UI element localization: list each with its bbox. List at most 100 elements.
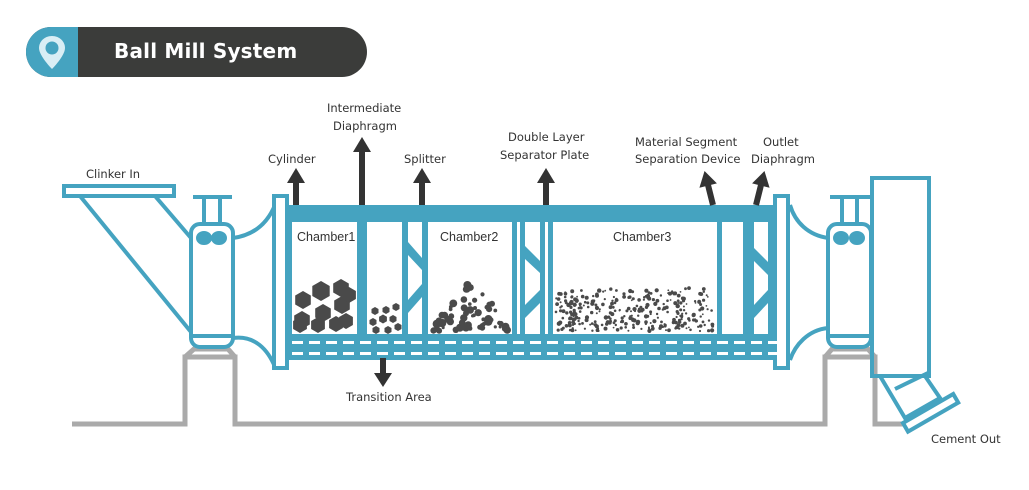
fine-grinding-media [598, 308, 601, 311]
fine-grinding-media [571, 320, 575, 325]
fine-grinding-media [560, 305, 563, 308]
fine-grinding-media [682, 309, 686, 312]
small-grinding-ball [480, 292, 485, 297]
fine-grinding-media [623, 315, 626, 318]
slot-dash [360, 341, 371, 344]
fine-grinding-media [629, 315, 632, 318]
slot-dash [564, 341, 575, 344]
small-grinding-ball [460, 304, 468, 312]
segment-device-arrow [699, 171, 717, 206]
fine-grinding-media [675, 303, 680, 309]
fine-grinding-media [626, 306, 631, 311]
fine-grinding-media [691, 313, 696, 318]
mill-cylinder [287, 205, 779, 360]
splitter-arrow [413, 168, 431, 205]
fine-grinding-media [590, 322, 594, 325]
fine-grinding-media [622, 295, 626, 299]
medium-grinding-ball [371, 307, 379, 315]
fine-grinding-media [631, 290, 635, 294]
fine-grinding-media [590, 310, 594, 315]
fine-grinding-media [705, 294, 708, 297]
slot-dash [734, 352, 745, 355]
cylinder-label: Cylinder [268, 152, 316, 166]
fine-grinding-media [554, 310, 558, 314]
arrow-shaft [293, 180, 299, 205]
fine-grinding-media [706, 296, 709, 298]
arrow-shaft [753, 181, 765, 206]
fine-grinding-media [681, 312, 684, 315]
small-grinding-ball [481, 322, 486, 327]
fine-grinding-media [615, 289, 618, 292]
slot-dash [581, 341, 592, 344]
fine-grinding-media [601, 302, 605, 307]
fine-grinding-media [689, 328, 692, 332]
fine-grinding-media [556, 297, 561, 301]
fine-grinding-media [701, 320, 705, 324]
slot-dash [394, 352, 405, 355]
fine-grinding-media [577, 306, 581, 310]
clinker-in-label: Clinker In [86, 167, 140, 181]
small-grinding-ball [438, 311, 446, 319]
fine-grinding-media [681, 299, 686, 303]
slot-dash [700, 352, 711, 355]
slot-dash [292, 352, 303, 355]
fine-grinding-media [652, 319, 655, 322]
fine-grinding-media [555, 302, 559, 306]
slot-dash [547, 352, 558, 355]
fine-grinding-media [662, 302, 665, 306]
fine-grinding-media [576, 295, 578, 298]
fine-grinding-media [631, 318, 636, 322]
separator-plate-arrow [537, 168, 555, 205]
large-grinding-ball [295, 291, 311, 309]
fine-grinding-media [594, 324, 599, 329]
arrow-head [537, 168, 555, 183]
slot-dash [751, 341, 762, 344]
large-grinding-ball [293, 317, 307, 333]
fine-grinding-media [572, 310, 577, 315]
medium-grinding-ball [394, 323, 402, 331]
slot-dash [428, 352, 439, 355]
fine-grinding-media [558, 320, 563, 325]
fine-grinding-media [612, 321, 616, 325]
small-grinding-ball [474, 309, 482, 317]
large-grinding-ball [312, 281, 330, 301]
fine-grinding-media [578, 302, 582, 306]
title-pill [26, 27, 367, 77]
fine-grinding-media [682, 305, 685, 308]
fine-grinding-media [644, 320, 648, 324]
fine-grinding-media [573, 297, 577, 301]
fine-grinding-media [651, 324, 654, 328]
slot-dash [462, 341, 473, 344]
fine-grinding-media [697, 325, 700, 328]
fine-grinding-media [598, 310, 601, 313]
fine-grinding-media [671, 290, 674, 293]
fine-grinding-media [685, 303, 688, 305]
fine-grinding-media [607, 320, 612, 325]
fine-grinding-media [583, 327, 587, 330]
fine-grinding-media [622, 292, 626, 296]
fine-grinding-media [710, 328, 715, 333]
fine-grinding-media [586, 301, 590, 305]
arrow-head [374, 373, 392, 387]
fine-grinding-media [647, 326, 650, 329]
fine-grinding-media [661, 308, 665, 311]
fine-grinding-media [563, 295, 567, 299]
fine-grinding-media [649, 292, 653, 295]
fine-grinding-media [643, 296, 646, 299]
fine-grinding-media [649, 312, 652, 316]
slot-dash [717, 352, 728, 355]
fine-grinding-media [604, 289, 607, 292]
fine-grinding-media [613, 309, 617, 313]
medium-grinding-ball [369, 318, 377, 326]
outlet-diaphragm-label-1: Outlet [763, 135, 799, 149]
fine-grinding-media [592, 294, 595, 298]
fine-grinding-media [564, 291, 567, 294]
fine-grinding-media [680, 318, 683, 321]
fine-grinding-media [561, 316, 565, 320]
slot-dash [632, 341, 643, 344]
slot-dash [768, 341, 779, 344]
slot-dash [666, 341, 677, 344]
fine-grinding-media [645, 302, 650, 308]
fine-grinding-media [700, 306, 705, 311]
fine-grinding-media [702, 298, 706, 302]
